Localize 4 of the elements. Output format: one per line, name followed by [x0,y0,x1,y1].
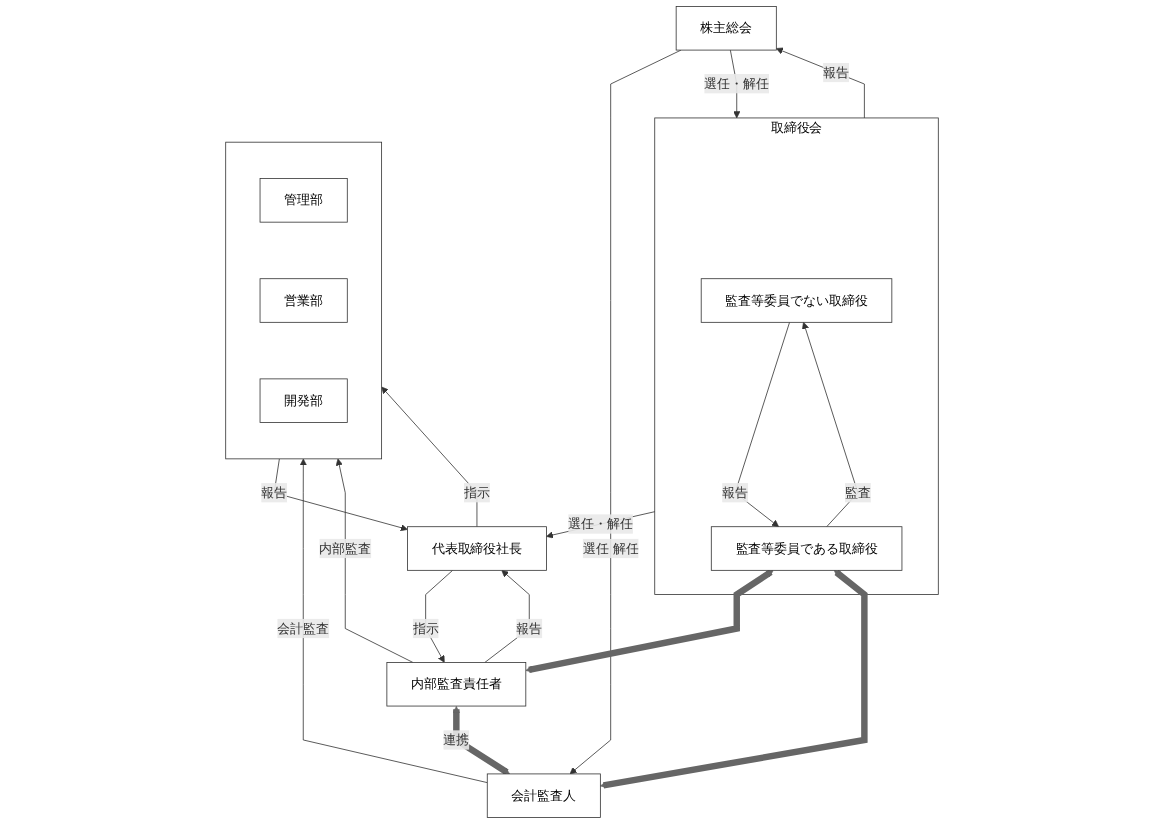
cluster [225,141,383,460]
arrow [452,706,510,775]
arrow [525,569,774,673]
arrow [600,569,868,789]
